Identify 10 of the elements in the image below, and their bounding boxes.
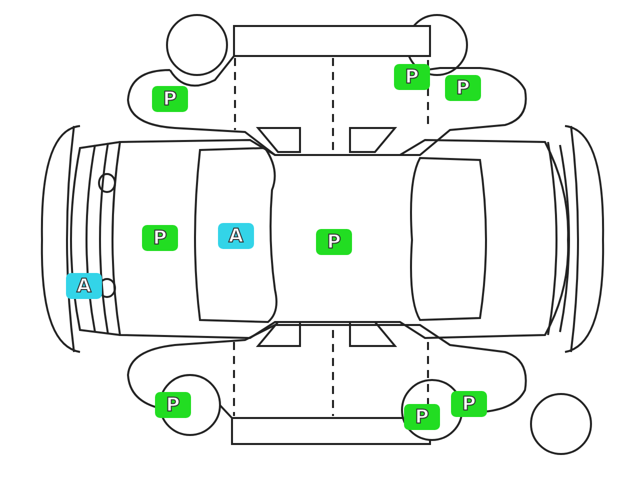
- damage-marker: P: [155, 392, 191, 418]
- damage-marker: P: [451, 391, 487, 417]
- damage-marker: P: [142, 225, 178, 251]
- damage-marker: A: [218, 223, 254, 249]
- damage-marker: A: [66, 273, 102, 299]
- damage-marker: P: [394, 64, 430, 90]
- damage-marker: P: [445, 75, 481, 101]
- damage-marker: P: [404, 404, 440, 430]
- damage-marker: P: [152, 86, 188, 112]
- damage-marker: P: [316, 229, 352, 255]
